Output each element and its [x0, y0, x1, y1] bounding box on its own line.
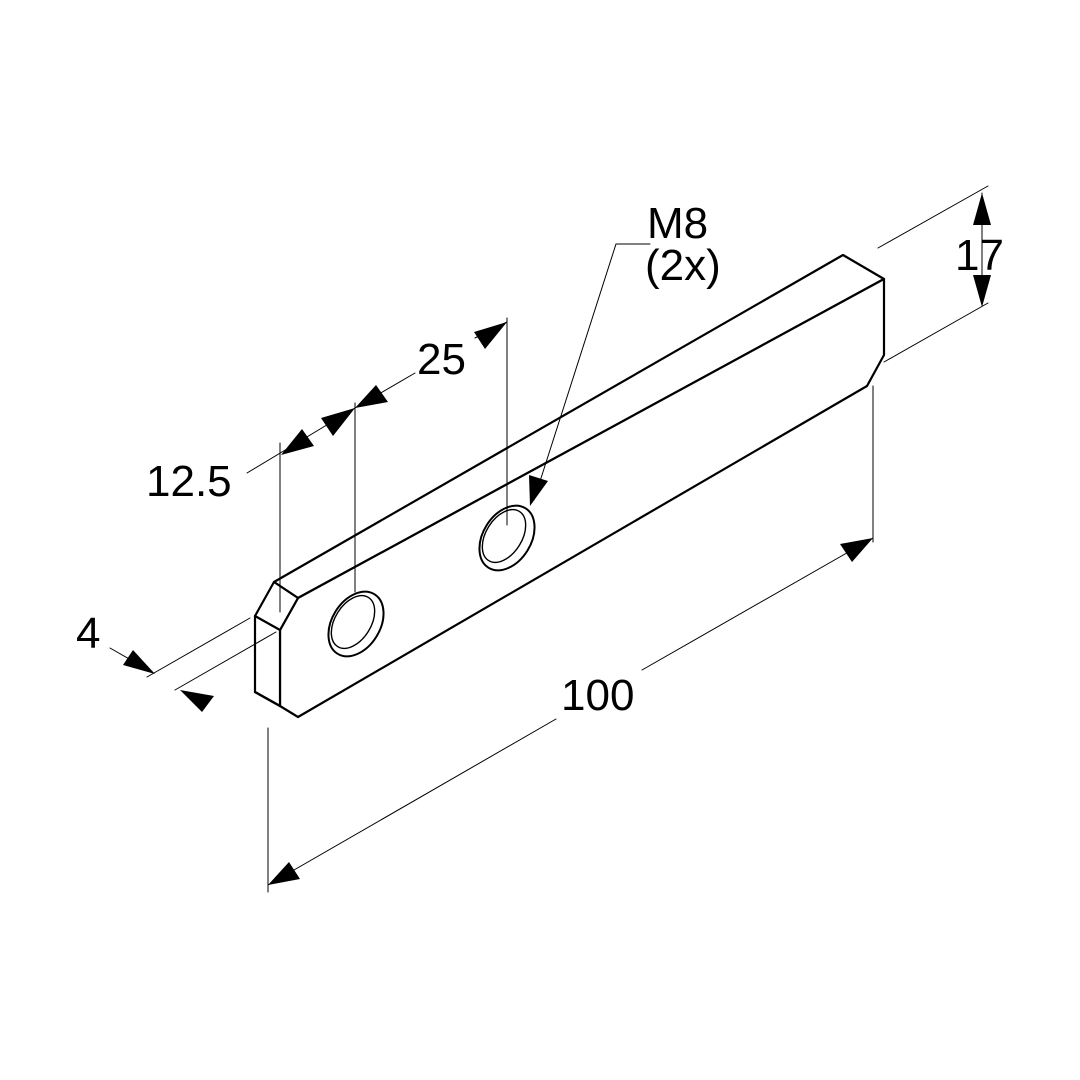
dimension-height-label: 17 — [955, 231, 1004, 280]
arrowhead — [474, 322, 507, 349]
arrowhead — [268, 862, 300, 885]
hole-inner — [481, 508, 527, 564]
plate-end-edge — [253, 614, 282, 632]
dimension-hole-spacing-label: 25 — [417, 335, 466, 384]
arrowhead — [281, 429, 314, 455]
dimension-thickness: 4 — [76, 609, 277, 712]
dimension-hole-spacing: 25 — [354, 317, 508, 526]
plate-end-edge — [253, 690, 282, 708]
hole-inner — [330, 594, 376, 650]
arrowhead — [840, 538, 873, 562]
hole-outer — [327, 590, 385, 658]
dimension-length: 100 — [267, 385, 874, 893]
hole-outer — [478, 504, 536, 572]
dimension-length-label: 100 — [561, 671, 634, 720]
dimension-height: 17 — [877, 185, 1004, 363]
arrowhead — [321, 408, 355, 436]
hole-1 — [327, 590, 385, 658]
dimension-edge-to-hole-label: 12.5 — [146, 457, 232, 506]
dimension-line — [641, 537, 874, 671]
arrowhead — [180, 690, 214, 712]
arrowhead — [123, 650, 155, 674]
hole-2 — [478, 504, 536, 572]
arrowhead — [529, 475, 548, 506]
leader-line — [533, 243, 617, 501]
plate-front-face — [278, 277, 886, 719]
dimension-line — [267, 718, 557, 886]
arrowhead — [973, 275, 991, 307]
thread-callout-size: M8 — [647, 199, 708, 248]
plate-part — [253, 253, 886, 719]
arrowhead — [973, 193, 991, 225]
extension-line — [174, 631, 277, 691]
thread-callout: M8 (2x) — [529, 199, 721, 506]
dimension-edge-to-hole: 12.5 — [146, 402, 356, 613]
extension-line — [877, 185, 989, 249]
extension-line — [883, 302, 989, 363]
arrowhead — [355, 385, 388, 408]
thread-callout-count: (2x) — [645, 241, 721, 290]
dimension-thickness-label: 4 — [76, 609, 100, 658]
extension-line — [146, 617, 251, 678]
